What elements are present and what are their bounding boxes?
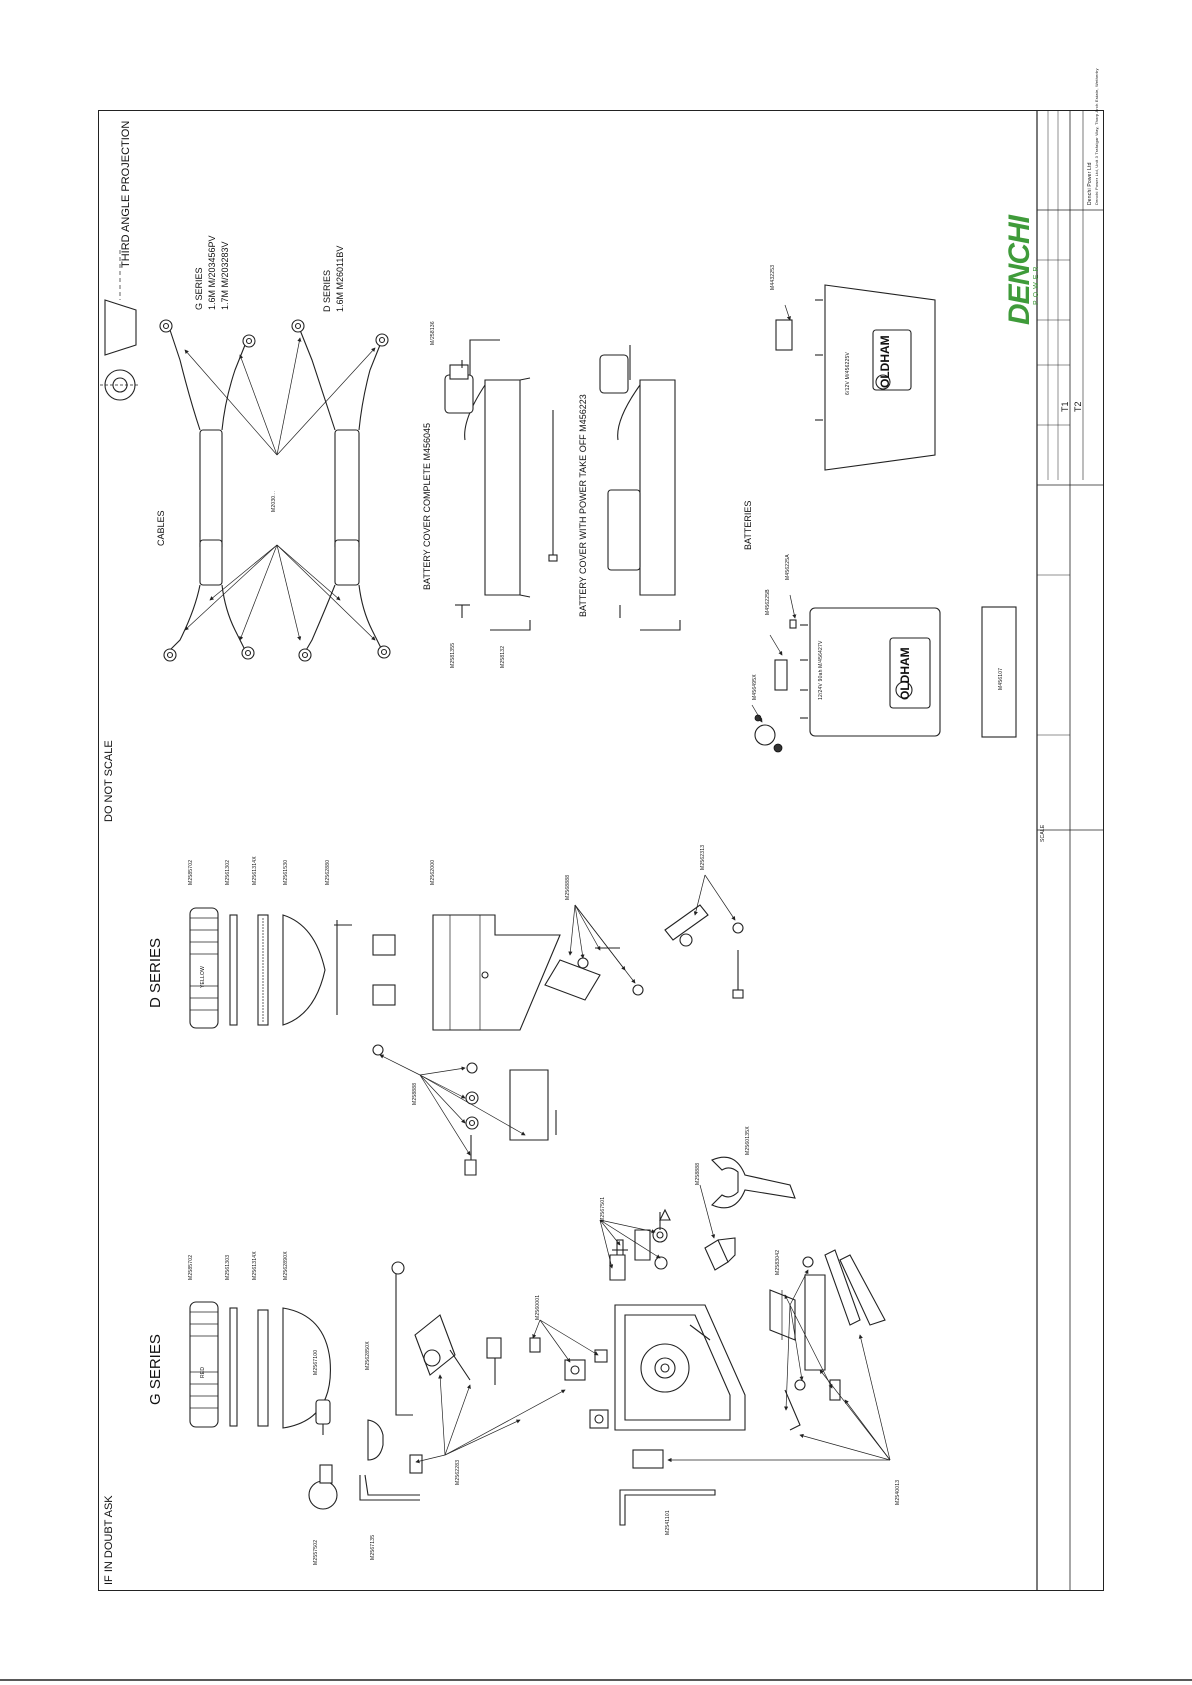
battery-large-label: 12/24V 90ah M/456427V bbox=[818, 640, 824, 700]
g-series-code-6: M2562850X bbox=[365, 1341, 371, 1370]
title-block-lines bbox=[1036, 110, 1104, 1591]
g-series-code-7: M2562283 bbox=[455, 1459, 461, 1485]
d-series-code-1: M2585702 bbox=[188, 859, 194, 885]
battery-cover-complete-label: BATTERY COVER COMPLETE M456045 bbox=[422, 422, 432, 590]
cables-title: CABLES bbox=[156, 510, 166, 546]
d-series-code-6: M2562000 bbox=[430, 859, 436, 885]
g-series-code-11: M2560135X bbox=[745, 1126, 751, 1155]
battery-plate-code: M456107 bbox=[998, 667, 1004, 690]
d-series-lens-text: YELLOW bbox=[200, 965, 206, 988]
d-series-code-3: M2561314X bbox=[252, 856, 258, 885]
g-series-lens-text: RED bbox=[200, 1366, 206, 1378]
projection-label: THIRD ANGLE PROJECTION bbox=[120, 120, 132, 268]
battery-large-brand: OLDHAM bbox=[898, 647, 912, 700]
battery-cover-pto-label: BATTERY COVER WITH POWER TAKE OFF M45622… bbox=[578, 394, 588, 617]
g-series-title: G SERIES bbox=[147, 1334, 164, 1405]
if-in-doubt-label: IF IN DOUBT ASK bbox=[103, 1495, 115, 1585]
title-block-t2: T2 bbox=[1073, 401, 1083, 412]
g-series-drawing bbox=[189, 1156, 891, 1526]
d-series-code-7: M2568888 bbox=[565, 874, 571, 900]
cables-drawing bbox=[159, 319, 391, 662]
d-series-title: D SERIES bbox=[147, 937, 164, 1008]
g-series-code-2: M2561303 bbox=[225, 1254, 231, 1280]
g-series-code-1: M2585702 bbox=[188, 1254, 194, 1280]
d-series-code-5: M2562880 bbox=[325, 859, 331, 885]
d-series-code-9: M2562313 bbox=[700, 844, 706, 870]
g-series-code-8: M2560001 bbox=[535, 1294, 541, 1320]
g-series-code-13: M2540013 bbox=[895, 1479, 901, 1505]
g-series-code-5: M2567100 bbox=[313, 1349, 319, 1375]
cables-g-series-line1: 1.6M M/203456PV bbox=[207, 235, 217, 310]
cables-g-series-title: G SERIES bbox=[194, 267, 204, 310]
cables-center-code: M2030... bbox=[271, 490, 277, 512]
battery-cover-code-top: M/258136 bbox=[430, 321, 436, 345]
battery-code-mid2: M456225B bbox=[765, 589, 771, 615]
g-series-code-10: M258888 bbox=[695, 1162, 701, 1185]
battery-code-mid1: M456225A bbox=[785, 554, 791, 580]
title-block-address: Denchi Power Ltd, Unit 3 Trafalgar Way, … bbox=[1094, 68, 1099, 205]
battery-small-brand: OLDHAM bbox=[878, 335, 892, 388]
cables-g-series-line2: 1.7M M/203283V bbox=[220, 241, 230, 310]
denchi-logo: DENCHI POWER bbox=[1003, 210, 1043, 330]
cables-d-series-title: D SERIES bbox=[322, 269, 332, 312]
g-series-code-4: M2562890X bbox=[283, 1251, 289, 1280]
d-series-code-8: M258888 bbox=[412, 1082, 418, 1105]
g-series-code-16: M2567135 bbox=[370, 1534, 376, 1560]
batteries-drawing bbox=[751, 284, 1017, 753]
battery-cover-code-bottom2: M258132 bbox=[500, 645, 506, 668]
g-series-code-14: M2541101 bbox=[665, 1510, 671, 1535]
logo-subtitle: POWER bbox=[1033, 263, 1040, 305]
batteries-title: BATTERIES bbox=[743, 500, 753, 550]
title-block-t1: T1 bbox=[1060, 401, 1070, 412]
drawing-sheet bbox=[98, 110, 1104, 1591]
g-series-code-3: M2561314X bbox=[252, 1251, 258, 1280]
title-block-company: Denchi Power Ltd bbox=[1087, 162, 1093, 205]
battery-cover-pto bbox=[548, 345, 681, 631]
d-series-code-2: M2561302 bbox=[225, 859, 231, 885]
cables-d-series-line1: 1.6M M26011BV bbox=[335, 245, 345, 312]
battery-code-top: M4432253 bbox=[770, 264, 776, 290]
battery-code-left: M456495X bbox=[752, 674, 758, 700]
battery-small-label: 6/12V M/456225V bbox=[845, 351, 851, 395]
logo-wordmark: DENCHI bbox=[1003, 215, 1036, 325]
projection-symbol bbox=[100, 250, 140, 401]
g-series-code-9: M2567501 bbox=[600, 1196, 606, 1222]
battery-cover-code-bottom1: M2581355 bbox=[450, 642, 456, 668]
d-series-code-4: M2561530 bbox=[283, 859, 289, 885]
g-series-code-15: M2557502 bbox=[313, 1539, 319, 1565]
g-series-code-12: M2583042 bbox=[775, 1249, 781, 1275]
title-block-scale: SCALE bbox=[1040, 824, 1046, 842]
d-series-drawing bbox=[189, 874, 744, 1176]
battery-cover-complete bbox=[444, 339, 531, 631]
do-not-scale-label: DO NOT SCALE bbox=[103, 740, 115, 822]
